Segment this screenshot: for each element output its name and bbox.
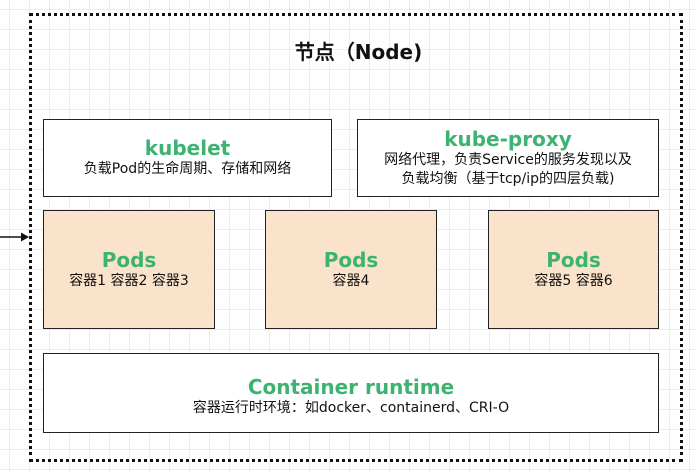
pod-box-3: Pods 容器5 容器6 <box>488 210 659 329</box>
kubelet-title: kubelet <box>144 136 231 160</box>
kube-proxy-title: kube-proxy <box>444 127 572 151</box>
pod-containers: 容器1 容器2 容器3 <box>69 273 189 289</box>
node-frame <box>29 13 683 462</box>
kube-proxy-description-line-1: 网络代理，负责Service的服务发现以及 <box>384 152 632 168</box>
pod-title: Pods <box>101 248 157 272</box>
container-runtime-title: Container runtime <box>247 375 455 399</box>
kubelet-box: kubelet 负载Pod的生命周期、存储和网络 <box>43 119 332 197</box>
container-runtime-description: 容器运行时环境：如docker、containerd、CRI-O <box>192 400 510 416</box>
pod-box-2: Pods 容器4 <box>265 210 437 329</box>
pod-containers: 容器5 容器6 <box>534 273 613 289</box>
node-title: 节点（Node) <box>294 40 423 64</box>
pod-title: Pods <box>323 248 379 272</box>
incoming-arrow <box>0 232 29 242</box>
pod-title: Pods <box>546 248 601 272</box>
pod-containers: 容器4 <box>332 273 370 289</box>
kubelet-description: 负载Pod的生命周期、存储和网络 <box>83 161 292 177</box>
kube-proxy-box: kube-proxy 网络代理，负责Service的服务发现以及 负载均衡（基于… <box>357 119 659 197</box>
container-runtime-box: Container runtime 容器运行时环境：如docker、contai… <box>43 353 659 433</box>
pod-box-1: Pods 容器1 容器2 容器3 <box>43 210 215 329</box>
kube-proxy-description-line-2: 负载均衡（基于tcp/ip的四层负载) <box>401 171 615 187</box>
